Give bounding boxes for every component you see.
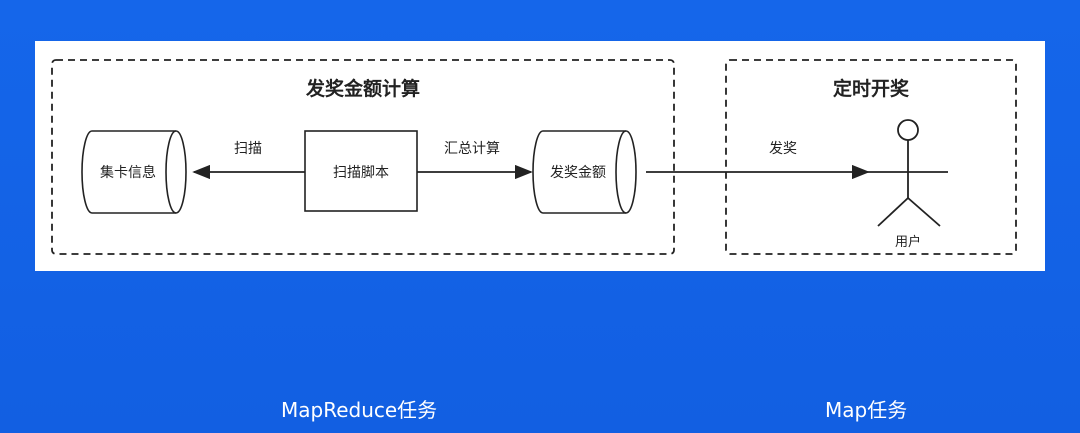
node-label-scan-script: 扫描脚本: [333, 165, 389, 181]
node-label-award-amount: 发奖金额: [550, 164, 606, 181]
caption-mapreduce-task: MapReduce任务: [281, 398, 438, 422]
user-actor-icon: [868, 119, 948, 227]
node-label-card-info: 集卡信息: [100, 164, 156, 181]
node-label-user: 用户: [895, 234, 921, 250]
edge-label-scan: 扫描: [234, 141, 262, 157]
node-award-amount: 发奖金额: [532, 130, 637, 214]
caption-map-task: Map任务: [825, 398, 908, 422]
edge-label-award: 发奖: [769, 140, 797, 157]
node-scan-script: 扫描脚本: [304, 130, 418, 212]
group-frame-award-calc: [51, 59, 675, 255]
node-card-info: 集卡信息: [81, 130, 187, 214]
edge-label-aggregate: 汇总计算: [444, 141, 500, 157]
group-title-award-calc: 发奖金额计算: [305, 77, 420, 100]
group-title-scheduled-draw: 定时开奖: [833, 77, 910, 100]
